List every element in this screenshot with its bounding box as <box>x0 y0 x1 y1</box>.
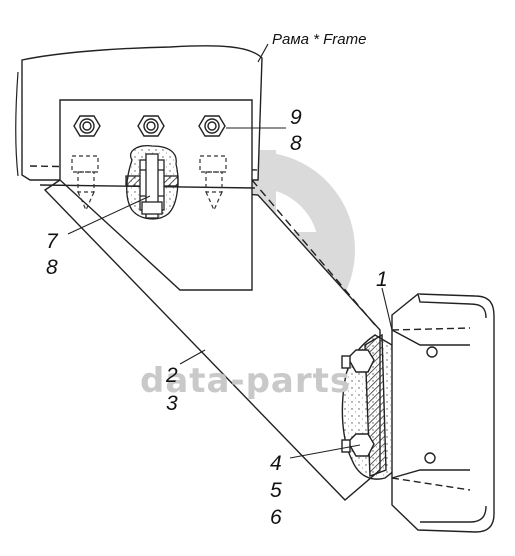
label-9: 9 <box>290 106 302 129</box>
nut <box>341 349 375 457</box>
cross-member <box>391 293 495 533</box>
bolt-head <box>73 115 101 137</box>
hidden-bolts <box>71 155 227 212</box>
bolt-row <box>73 115 226 137</box>
label-1: 1 <box>376 268 388 291</box>
lower-bracket <box>341 333 396 480</box>
label-7: 7 <box>46 230 59 253</box>
label-8-upper: 8 <box>290 132 302 155</box>
bolt-head <box>137 115 165 137</box>
caption-leader <box>257 43 269 63</box>
label-5: 5 <box>270 479 282 502</box>
bracket-plate <box>39 99 381 501</box>
label-8-lower: 8 <box>46 256 58 279</box>
watermark-text: data-parts <box>140 361 351 401</box>
label-2: 2 <box>165 364 178 387</box>
label-4: 4 <box>270 452 282 475</box>
leader-lines <box>67 127 393 459</box>
label-6: 6 <box>270 506 282 529</box>
section-cutout <box>125 144 179 220</box>
frame-caption: Рама * Frame <box>272 31 366 48</box>
part-labels: Рама * Frame 9 8 7 8 1 2 3 4 5 6 <box>46 31 388 529</box>
bolt-head <box>198 115 226 137</box>
label-3: 3 <box>166 392 178 415</box>
